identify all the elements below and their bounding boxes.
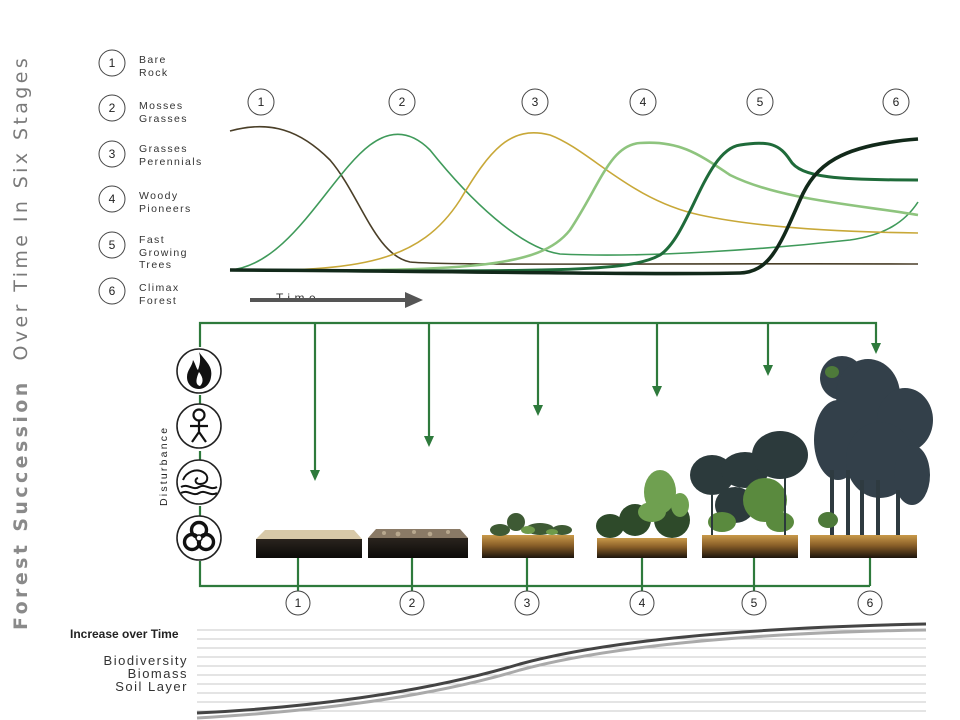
- top-number-3: 3: [532, 95, 539, 109]
- disturbance-icons: [176, 348, 222, 561]
- legend-marker-2: 2: [98, 94, 126, 122]
- flood-wave-icon: [176, 459, 222, 505]
- curve-stage-6: [229, 137, 919, 276]
- legend-marker-4: 4: [98, 185, 126, 213]
- legend-marker-1: 1: [98, 49, 126, 77]
- increase-chart-lines: [197, 629, 926, 712]
- drop-arrowheads: [310, 343, 881, 481]
- increase-label-soil-layer: Soil Layer: [115, 679, 188, 694]
- top-marker-5: 5: [746, 88, 774, 116]
- person-icon: [176, 403, 222, 449]
- top-number-1: 1: [258, 95, 265, 109]
- legend-marker-6: 6: [98, 277, 126, 305]
- top-marker-1: 1: [247, 88, 275, 116]
- legend-number-1: 1: [109, 56, 116, 70]
- curve-stage-3: [229, 132, 919, 272]
- legend-label-4: Woody Pioneers: [139, 190, 192, 215]
- legend-number-4: 4: [109, 192, 116, 206]
- bottom-marker-5: 5: [741, 590, 767, 616]
- legend-marker-3: 3: [98, 140, 126, 168]
- legend-number-3: 3: [109, 147, 116, 161]
- biohazard-icon: [176, 515, 222, 561]
- top-marker-4: 4: [629, 88, 657, 116]
- legend-label-6: Climax Forest: [139, 282, 180, 307]
- bottom-number-6: 6: [867, 596, 874, 610]
- stage-block-4: [596, 470, 690, 558]
- top-number-4: 4: [640, 95, 647, 109]
- increase-label-biomass: Biomass: [127, 666, 188, 681]
- stage-block-5: [690, 431, 808, 558]
- legend-markers: 1 2 3 4 5 6: [98, 49, 126, 305]
- curve-stage-2: [229, 133, 919, 271]
- legend-number-6: 6: [109, 284, 116, 298]
- succession-curves: [229, 125, 919, 276]
- time-arrow: [250, 292, 423, 308]
- increase-curve-dark: [196, 622, 927, 715]
- bottom-number-1: 1: [295, 596, 302, 610]
- increase-title: Increase over Time: [70, 627, 179, 641]
- legend-number-2: 2: [109, 101, 116, 115]
- legend-label-3: Grasses Perennials: [139, 143, 203, 168]
- stage-block-1: [256, 530, 362, 558]
- stage-block-2: [368, 529, 468, 558]
- bottom-number-2: 2: [409, 596, 416, 610]
- disturbance-connectors: [198, 321, 878, 591]
- stage-block-3: [482, 513, 574, 558]
- increase-chart: [196, 622, 927, 720]
- top-stage-markers: 1 2 3 4 5 6: [247, 88, 910, 116]
- bottom-number-3: 3: [524, 596, 531, 610]
- bottom-number-4: 4: [639, 596, 646, 610]
- bottom-marker-2: 2: [399, 590, 425, 616]
- curve-stage-5: [229, 141, 919, 273]
- bottom-stage-markers: 1 2 3 4 5 6: [285, 590, 883, 616]
- bottom-marker-1: 1: [285, 590, 311, 616]
- top-number-2: 2: [399, 95, 406, 109]
- increase-curve-light: [196, 628, 927, 720]
- bottom-marker-6: 6: [857, 590, 883, 616]
- curve-stage-1: [229, 125, 919, 265]
- bottom-marker-4: 4: [629, 590, 655, 616]
- increase-label-biodiversity: Biodiversity: [103, 653, 188, 668]
- stage-block-6: [810, 356, 933, 558]
- top-marker-6: 6: [882, 88, 910, 116]
- legend-marker-5: 5: [98, 231, 126, 259]
- top-number-5: 5: [757, 95, 764, 109]
- curve-stage-4: [229, 141, 919, 272]
- bottom-number-5: 5: [751, 596, 758, 610]
- top-marker-3: 3: [521, 88, 549, 116]
- legend-label-5: Fast Growing Trees: [139, 234, 188, 271]
- top-marker-2: 2: [388, 88, 416, 116]
- legend-label-1: Bare Rock: [139, 54, 169, 79]
- bottom-marker-3: 3: [514, 590, 540, 616]
- top-number-6: 6: [893, 95, 900, 109]
- legend-label-2: Mosses Grasses: [139, 100, 188, 125]
- fire-icon: [176, 348, 222, 394]
- connector-left-line: [198, 395, 870, 588]
- legend-number-5: 5: [109, 238, 116, 252]
